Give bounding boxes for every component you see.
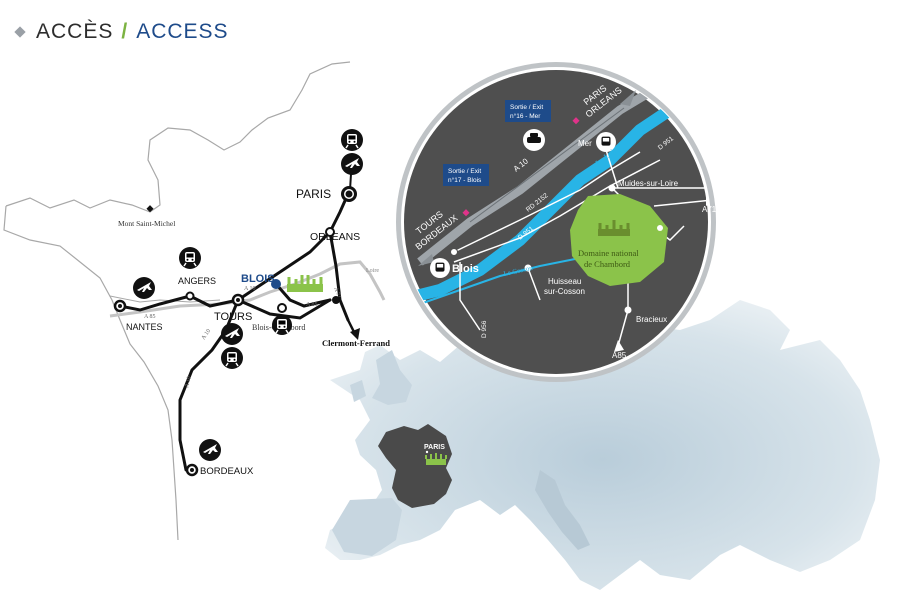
city-node-paris xyxy=(341,186,357,202)
inset-road-huisseau xyxy=(527,267,541,301)
road-label-a85-2: A 85 xyxy=(144,314,156,320)
exit16-marker xyxy=(572,117,580,125)
nantes-plane-icon xyxy=(133,277,155,299)
exit17-line2: n°17 - Blois xyxy=(448,176,482,184)
inset-node-muides xyxy=(608,184,616,192)
loire-label: Loire xyxy=(366,268,379,274)
road-orleans-tours xyxy=(236,230,332,302)
road-label-a85-1: A 85 xyxy=(306,302,318,308)
city-label-orleans: ORLEANS xyxy=(310,231,360,243)
chambord-castle-icon xyxy=(287,275,323,292)
road-a71 xyxy=(328,230,350,322)
city-label-blois: BLOIS xyxy=(241,273,275,285)
city-node-blois-chambord xyxy=(277,303,287,313)
ireland-landmass xyxy=(350,380,366,402)
paris-plane-icon xyxy=(341,153,363,175)
inset-rd2152 xyxy=(453,151,641,253)
domaine-chambord-area xyxy=(570,194,668,286)
city-node-angers xyxy=(185,291,195,301)
europe-paris-label: PARIS xyxy=(424,444,445,451)
road-blois-chambord xyxy=(274,282,332,308)
tours-train-icon xyxy=(221,347,243,369)
city-label-nantes: NANTES xyxy=(126,322,163,332)
france-region-map: Loire A 10 A 71 A 85 A 85 A 10 A 10 xyxy=(3,61,390,541)
bordeaux-plane-icon xyxy=(199,439,221,461)
iberia-landmass xyxy=(332,498,402,556)
city-label-angers: ANGERS xyxy=(178,276,216,286)
title-en: ACCESS xyxy=(136,20,229,43)
europe-map: PARIS xyxy=(325,290,880,590)
a10-arrow-sw xyxy=(418,254,434,266)
inset-label-d956: D 956 xyxy=(481,320,488,338)
city-node-blois xyxy=(271,279,281,289)
city-label-tours: TOURS xyxy=(214,311,252,323)
mont-saint-michel-dot xyxy=(146,205,154,213)
blois-chambord-bus-icon xyxy=(272,315,292,335)
exit16-badge: Sortie / Exit n°16 - Mer xyxy=(505,100,551,122)
inset-chambord-castle-icon xyxy=(598,220,630,236)
title-fr: ACCÈS xyxy=(36,20,114,43)
italy-landmass xyxy=(535,470,590,550)
inset-d956 xyxy=(459,262,481,331)
road-tours-nantes xyxy=(118,294,240,312)
inset-label-muides: Muides-sur-Loire xyxy=(618,179,679,188)
city-label-mont-saint-michel: Mont Saint-Michel xyxy=(118,219,175,228)
inset-label-mer: Mer xyxy=(578,139,592,148)
exit17-marker xyxy=(462,209,470,217)
inset-map: Blois Mer Muides-sur-Loire Huisseau sur-… xyxy=(396,62,717,382)
angers-train-icon xyxy=(179,247,201,269)
exit17-badge: Sortie / Exit n°17 - Blois xyxy=(443,164,489,186)
inset-label-a71: A71 xyxy=(702,205,717,214)
inset-d951 xyxy=(453,159,661,263)
inset-label-huisseau-2: sur-Cosson xyxy=(544,287,585,296)
inset-node-blois xyxy=(450,248,458,256)
europe-paris-dot xyxy=(425,450,429,454)
exit17-line1: Sortie / Exit xyxy=(448,168,481,175)
france-landmass xyxy=(378,424,452,508)
city-node-bordeaux xyxy=(185,463,199,477)
inset-node-east xyxy=(657,225,663,231)
domaine-label-2: de Chambord xyxy=(584,259,631,269)
europe-landmass xyxy=(325,300,880,590)
city-label-paris: PARIS xyxy=(296,187,331,201)
inset-mer-train-icon xyxy=(596,132,616,152)
title-separator: / xyxy=(121,20,129,43)
inset-blois-train-icon xyxy=(430,258,450,278)
inset-label-huisseau-1: Huisseau xyxy=(548,277,581,286)
road-label-a10-2: A 10 xyxy=(201,328,213,341)
city-node-a71 xyxy=(332,296,340,304)
city-node-tours xyxy=(231,293,245,307)
inset-node-huisseau xyxy=(524,264,532,272)
city-label-clermont: Clermont-Ferrand xyxy=(322,338,390,348)
domaine-label-1: Domaine national xyxy=(578,248,639,258)
inset-a10 xyxy=(417,88,653,266)
city-node-orleans xyxy=(325,227,335,237)
coastline xyxy=(5,61,351,213)
road-label-a10-3: A 10 xyxy=(184,376,193,389)
uk-landmass xyxy=(372,350,412,405)
a10-arrow-ne xyxy=(620,90,636,106)
city-label-bordeaux: BORDEAUX xyxy=(200,466,254,477)
inset-road-a71-2 xyxy=(653,199,710,207)
road-label-a71: A 71 xyxy=(332,287,342,300)
inset-label-bracieux: Bracieux xyxy=(636,315,667,324)
exit16-line2: n°16 - Mer xyxy=(510,112,541,120)
inset-label-a85: A85 xyxy=(612,351,627,360)
inset-car-icon xyxy=(523,129,545,151)
page-title: ACCÈS / ACCESS xyxy=(14,18,229,46)
city-node-nantes xyxy=(113,299,127,313)
coast-west xyxy=(3,205,179,541)
inset-a85-arrow xyxy=(614,340,624,352)
exit16-line1: Sortie / Exit xyxy=(510,104,543,111)
inset-label-blois: Blois xyxy=(452,263,479,275)
inset-node-bracieux xyxy=(624,306,632,314)
road-label-a10-1: A 10 xyxy=(244,286,256,292)
clermont-arrowhead xyxy=(350,328,360,340)
paris-train-icon xyxy=(341,129,363,151)
tours-plane-icon xyxy=(221,323,243,345)
inset-road-mer xyxy=(605,149,619,189)
chambord-icon xyxy=(425,453,447,465)
